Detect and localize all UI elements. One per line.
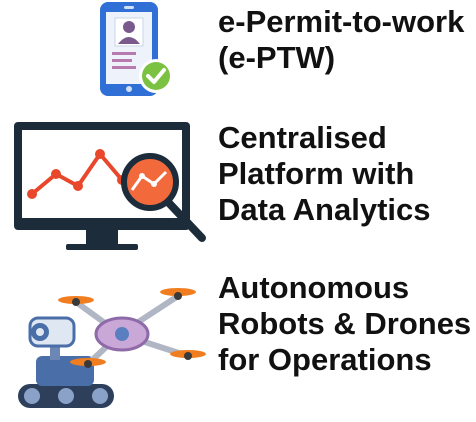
mobile-id-check-icon [96, 0, 186, 105]
label-line: (e-PTW) [218, 40, 336, 75]
label-line: Autonomous [218, 270, 410, 305]
feature-analytics-label: Centralised Platform with Data Analytics [218, 120, 431, 228]
label-line: Robots & Drones [218, 306, 472, 341]
feature-analytics: Centralised Platform with Data Analytics [0, 110, 476, 260]
label-line: for Operations [218, 342, 432, 377]
label-line: Centralised [218, 120, 387, 155]
feature-robots-label: Autonomous Robots & Drones for Operation… [218, 270, 471, 378]
label-line: e-Permit-to-work [218, 4, 465, 39]
label-line: Data Analytics [218, 192, 431, 227]
label-line: Platform with [218, 156, 415, 191]
robot-drone-icon [10, 272, 210, 422]
feature-eptw-label: e-Permit-to-work (e-PTW) [218, 4, 464, 76]
feature-robots: Autonomous Robots & Drones for Operation… [0, 262, 476, 418]
feature-eptw: e-Permit-to-work (e-PTW) [0, 0, 476, 110]
monitor-analytics-magnifier-icon [10, 120, 210, 265]
